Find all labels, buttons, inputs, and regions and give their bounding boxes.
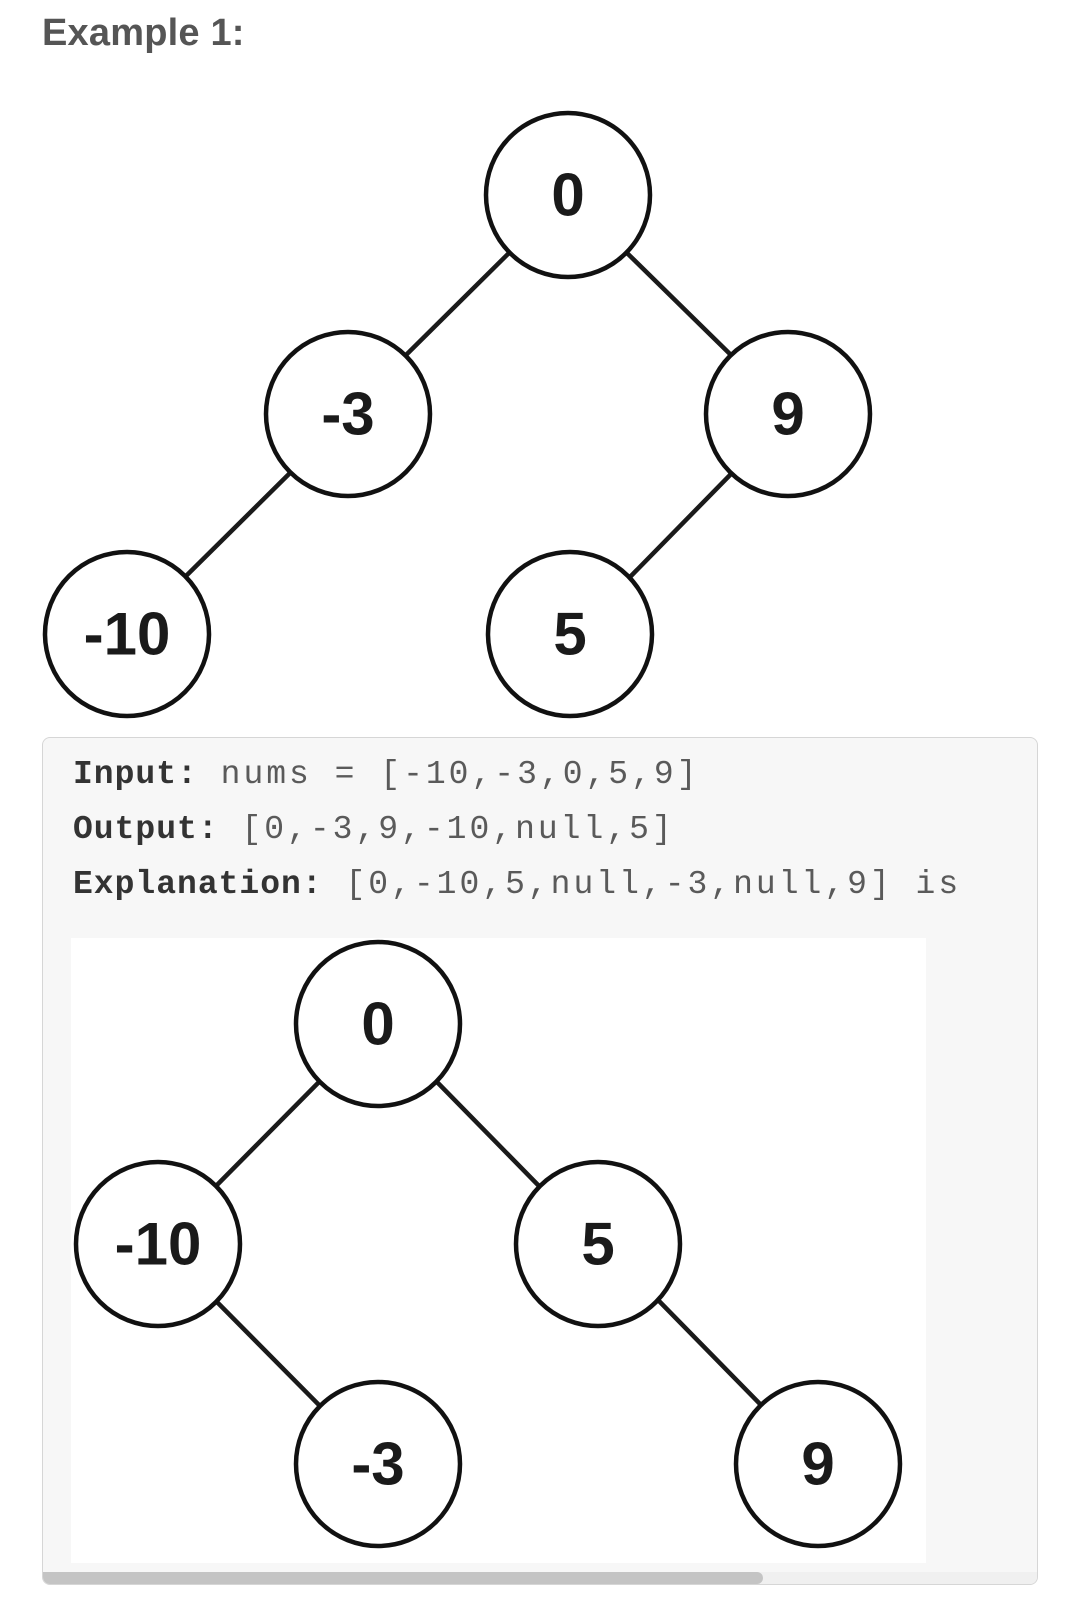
tree-node-label: -10 (115, 1211, 202, 1278)
input-line: Input: nums = [-10,-3,0,5,9] (73, 756, 700, 793)
edge-0-to-neg10 (214, 1080, 321, 1188)
tree-node: 9 (703, 329, 873, 499)
tree-node: 5 (485, 549, 655, 719)
edge-0-to-9 (624, 250, 734, 358)
tree-node-label: 5 (553, 601, 586, 668)
output-value: [0,-3,9,-10,null,5] (241, 811, 675, 848)
tree-node: -3 (293, 1379, 463, 1549)
example-heading: Example 1: (42, 12, 245, 54)
tree-node-label: 0 (551, 162, 584, 229)
edge-5-to-9 (657, 1299, 763, 1407)
tree-diagram-output: 0 -3 9 -10 5 (42, 110, 873, 719)
tree-node-label: -3 (321, 381, 374, 448)
input-label: Input: (73, 756, 198, 793)
explanation-value: [0,-10,5,null,-3,null,9] is (345, 866, 962, 903)
input-value: nums = [-10,-3,0,5,9] (220, 756, 700, 793)
tree-edges (183, 250, 734, 579)
horizontal-scrollbar[interactable] (43, 1572, 1037, 1584)
tree-diagram-alternative: 0 -10 5 -3 9 (73, 939, 903, 1549)
tree-node-label: 0 (361, 991, 394, 1058)
output-label: Output: (73, 811, 219, 848)
edge-0-to-5 (435, 1080, 541, 1188)
tree-node: 0 (483, 110, 653, 280)
alternative-tree-image: 0 -10 5 -3 9 (71, 938, 926, 1563)
example-code-block[interactable]: Input: nums = [-10,-3,0,5,9] Output: [0,… (42, 737, 1038, 1585)
output-line: Output: [0,-3,9,-10,null,5] (73, 811, 675, 848)
scrollbar-thumb[interactable] (43, 1572, 763, 1584)
tree-node: 5 (513, 1159, 683, 1329)
tree-node: 9 (733, 1379, 903, 1549)
edge-neg3-to-neg10 (183, 471, 292, 579)
tree-node-label: 9 (801, 1431, 834, 1498)
tree-node: -10 (42, 549, 212, 719)
tree-node-label: -3 (351, 1431, 404, 1498)
tree-node-label: 5 (581, 1211, 614, 1278)
tree-node-label: 9 (771, 381, 804, 448)
tree-node: 0 (293, 939, 463, 1109)
tree-node: -3 (263, 329, 433, 499)
edge-9-to-5 (628, 471, 734, 579)
explanation-line: Explanation: [0,-10,5,null,-3,null,9] is (73, 866, 961, 903)
edge-neg10-to-neg3 (214, 1299, 321, 1407)
tree-edges (214, 1080, 763, 1407)
edge-0-to-neg3 (403, 250, 512, 358)
explanation-label: Explanation: (73, 866, 323, 903)
tree-node: -10 (73, 1159, 243, 1329)
tree-node-label: -10 (84, 601, 171, 668)
